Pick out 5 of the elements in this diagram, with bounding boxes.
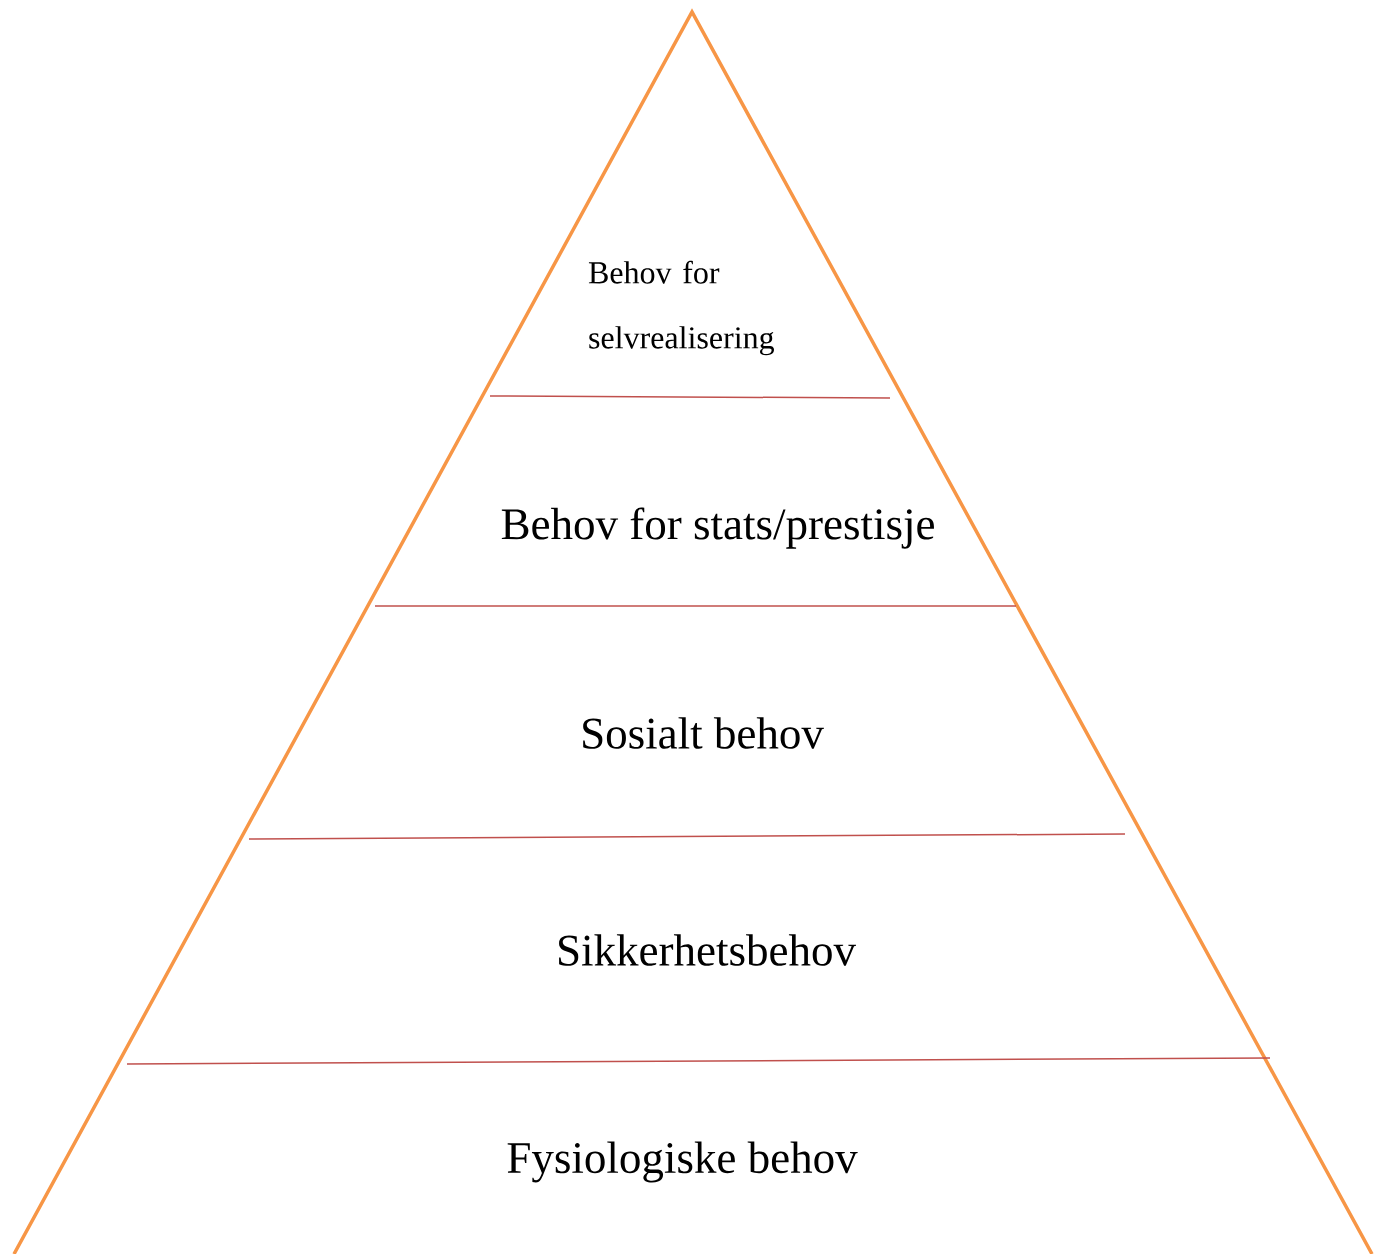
level-label: Behov for stats/prestisje <box>501 507 934 549</box>
level-label: Sikkerhetsbehov <box>559 934 856 966</box>
level-label: Sosialt behov <box>583 717 824 749</box>
level-label: Fysiologiske behov <box>507 1141 858 1183</box>
level-label: Behov for selvrealisering <box>588 260 774 356</box>
